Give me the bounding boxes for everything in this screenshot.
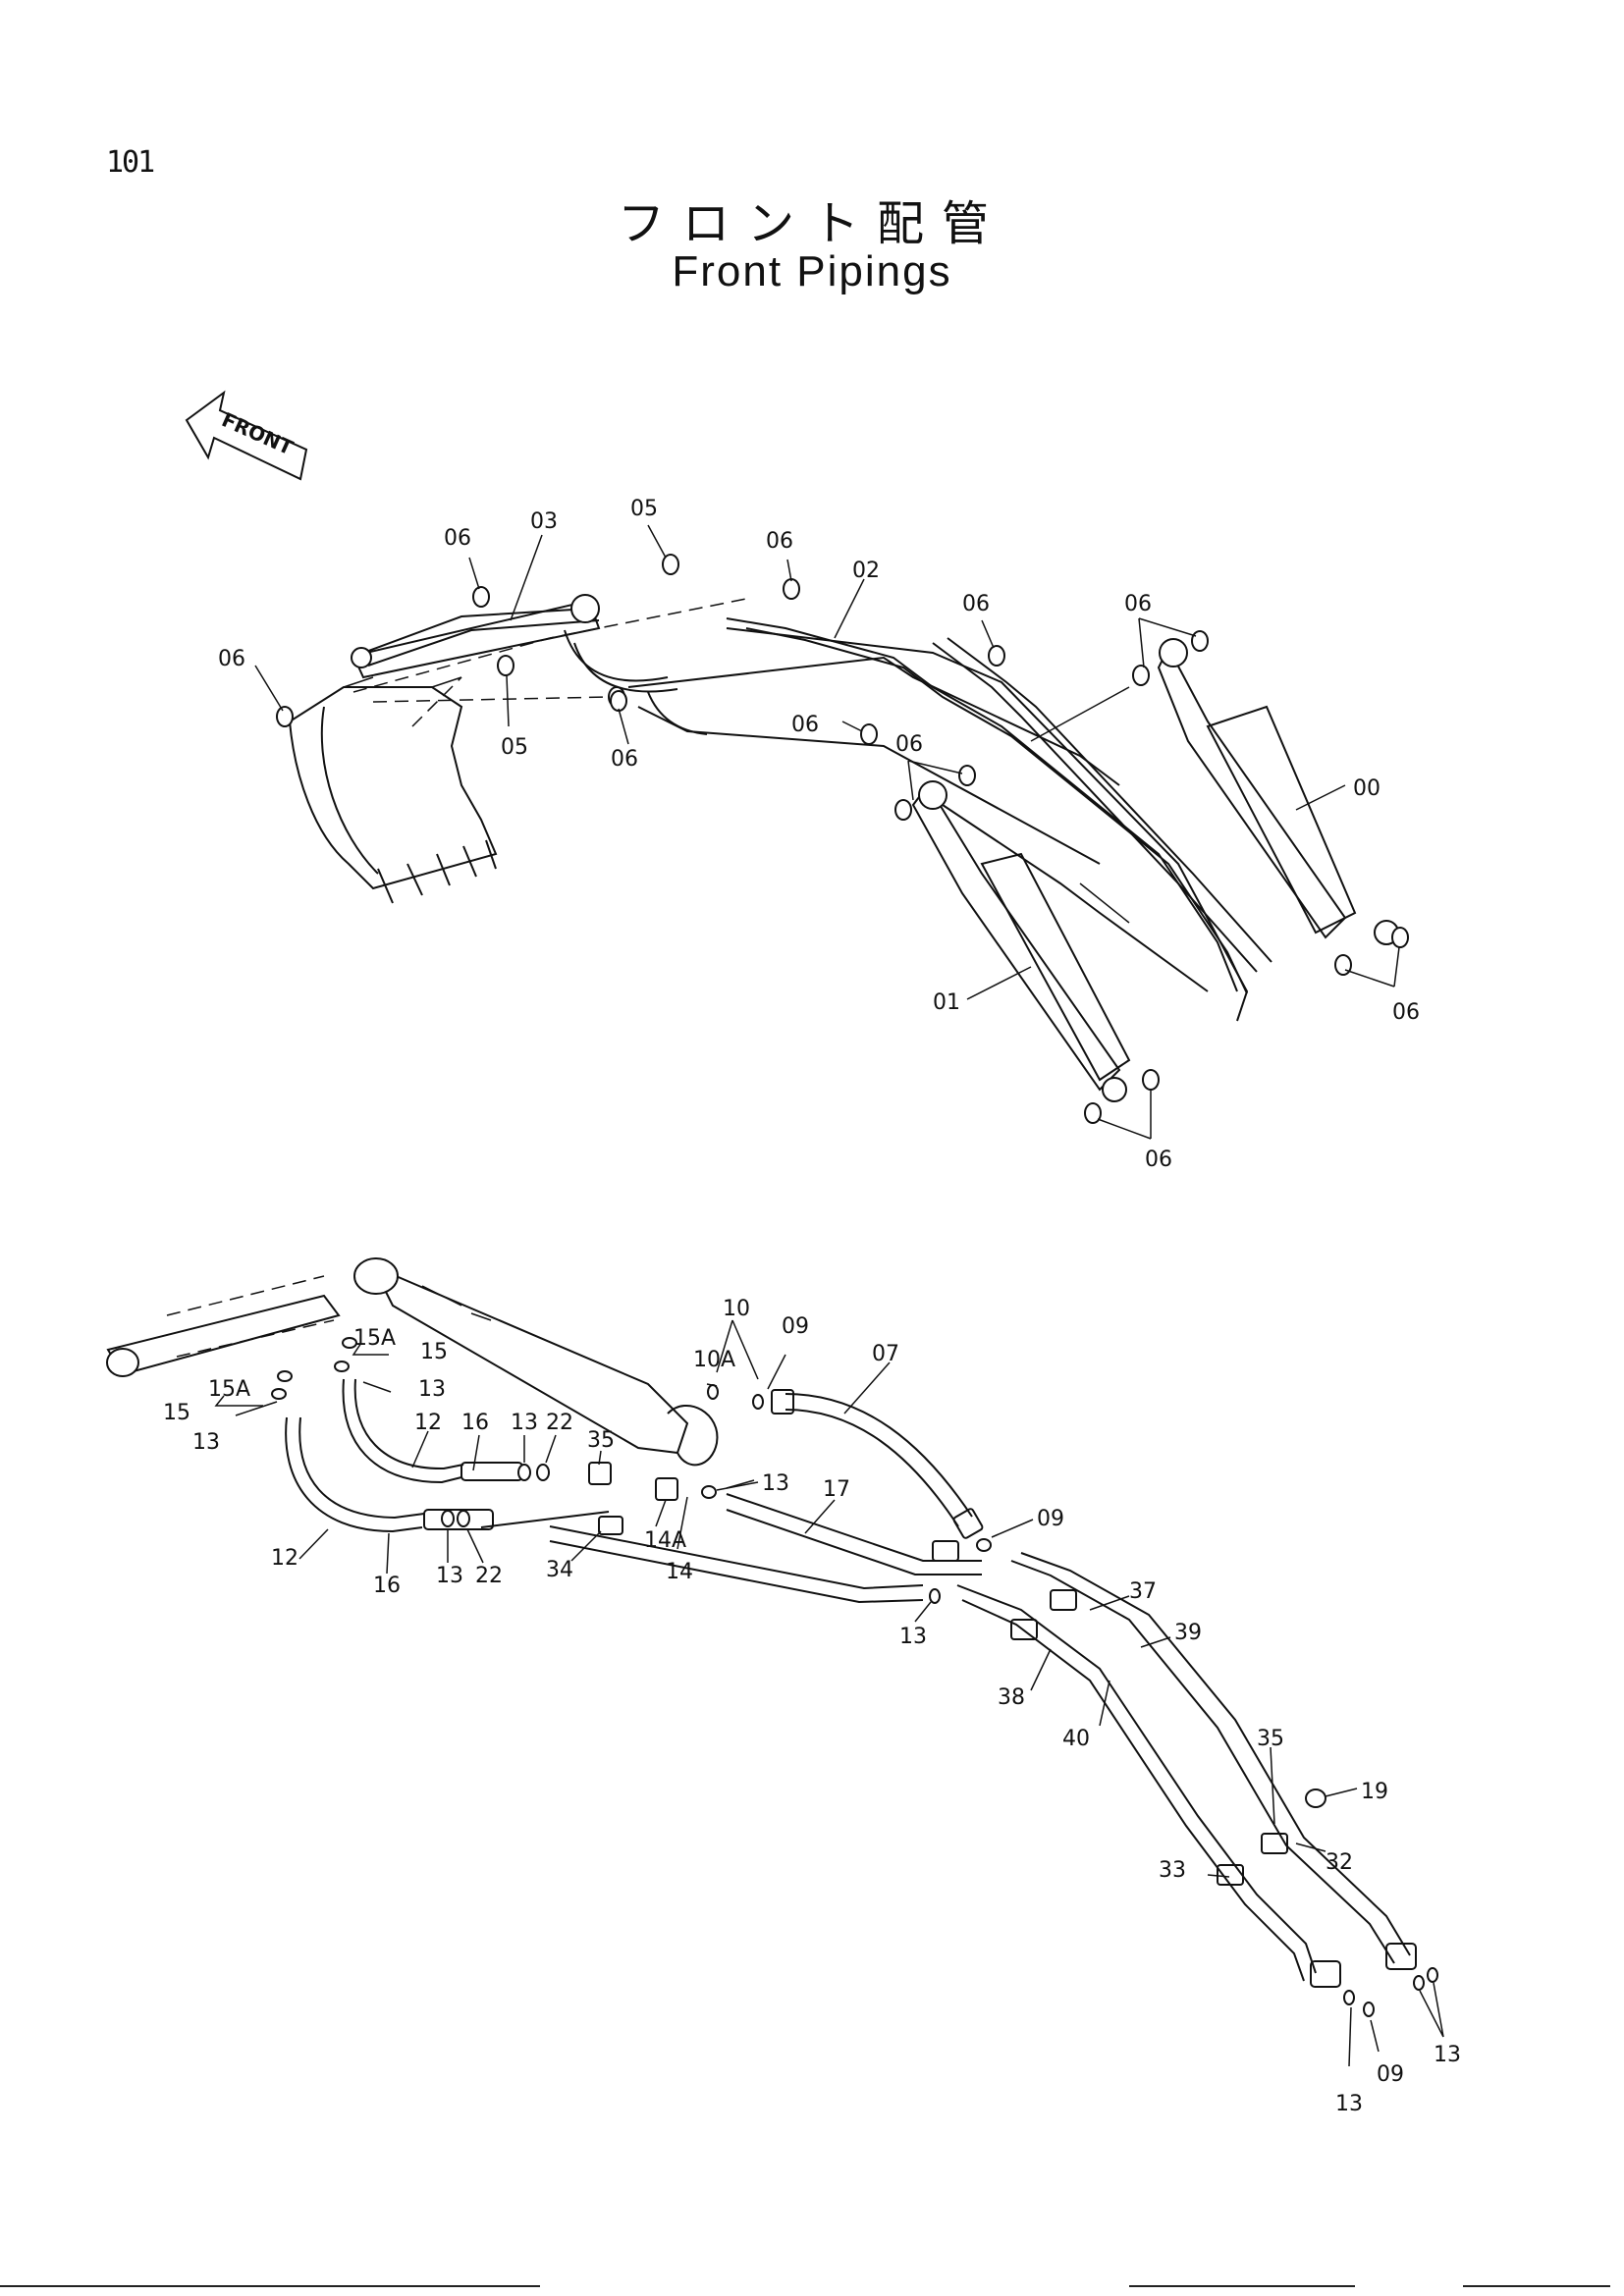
callout: 06 <box>962 592 990 616</box>
callout: 06 <box>1145 1148 1172 1172</box>
callout: 35 <box>1257 1727 1284 1751</box>
callout: 35 <box>587 1428 615 1453</box>
callout: 01 <box>933 990 960 1015</box>
callout: 09 <box>782 1314 809 1339</box>
page-title-japanese: フロント配管 <box>617 196 1006 251</box>
callout: 15A <box>208 1377 250 1402</box>
callout: 02 <box>852 559 880 583</box>
callout: 22 <box>546 1411 573 1435</box>
callout: 06 <box>766 529 793 554</box>
callout: 15 <box>420 1340 448 1364</box>
callout: 10 <box>723 1297 750 1321</box>
callout: 13 <box>899 1625 927 1649</box>
o-rings <box>271 1337 1438 2017</box>
callout: 09 <box>1377 2062 1404 2087</box>
boom-cylinder <box>911 780 1131 1102</box>
callout: 06 <box>791 713 819 737</box>
boom-illustration <box>726 627 1249 1022</box>
callout: 12 <box>271 1546 298 1571</box>
callout: 13 <box>762 1471 789 1496</box>
callout: 13 <box>1335 2092 1363 2116</box>
callout: 32 <box>1326 1850 1353 1875</box>
callout: 14A <box>644 1528 686 1553</box>
callout: 38 <box>998 1685 1025 1710</box>
front-arrow-label: FRONT <box>218 407 297 459</box>
callout: 16 <box>461 1411 489 1435</box>
bucket-cylinder <box>351 594 601 679</box>
lower-callouts: 10 09 07 10A 15A 15 15A 15 13 13 12 16 1… <box>163 1297 1461 2116</box>
footer-rule <box>1129 2285 1355 2287</box>
callout: 13 <box>418 1377 446 1402</box>
upper-callouts: 06 03 05 06 02 06 06 06 05 06 06 06 00 0… <box>218 497 1420 1172</box>
callout: 14 <box>666 1560 693 1584</box>
callout: 19 <box>1361 1780 1388 1804</box>
callout: 06 <box>444 526 471 551</box>
callout: 06 <box>611 747 638 772</box>
lower-hoses <box>285 1378 1417 1988</box>
callout: 15 <box>163 1401 190 1425</box>
lower-leader-lines <box>214 1319 1444 2067</box>
callout: 05 <box>630 497 658 521</box>
pin-bushings <box>276 554 1409 1124</box>
callout: 39 <box>1174 1621 1202 1645</box>
upper-piping <box>362 608 1272 994</box>
callout: 09 <box>1037 1507 1064 1531</box>
callout: 06 <box>218 647 245 671</box>
footer-rule <box>0 2285 540 2287</box>
callout: 12 <box>414 1411 442 1435</box>
callout: 13 <box>1434 2043 1461 2067</box>
callout: 17 <box>823 1477 850 1502</box>
footer-rule <box>1463 2285 1610 2287</box>
front-arrow-icon: FRONT <box>185 390 308 481</box>
callout: 05 <box>501 735 528 760</box>
callout: 00 <box>1353 776 1380 801</box>
callout: 37 <box>1129 1579 1157 1604</box>
callout: 10A <box>693 1348 735 1372</box>
callout: 16 <box>373 1574 401 1598</box>
upper-leader-lines <box>254 524 1400 1140</box>
callout: 06 <box>895 732 923 757</box>
callout: 13 <box>436 1564 463 1588</box>
bucket-illustration <box>288 676 498 904</box>
callout: 22 <box>475 1564 503 1588</box>
arm-cylinder <box>1157 638 1399 945</box>
callout: 13 <box>511 1411 538 1435</box>
page-title: Front Pipings <box>672 247 952 295</box>
callout: 15A <box>353 1326 396 1351</box>
callout: 06 <box>1392 1000 1420 1025</box>
callout: 40 <box>1062 1727 1090 1751</box>
page-number: 101 <box>106 145 155 180</box>
lower-cylinders <box>106 1257 719 1467</box>
callout: 13 <box>192 1430 220 1455</box>
callout: 03 <box>530 509 558 534</box>
callout: 33 <box>1159 1858 1186 1883</box>
callout: 07 <box>872 1342 899 1366</box>
callout: 06 <box>1124 592 1152 616</box>
callout: 34 <box>546 1558 573 1582</box>
